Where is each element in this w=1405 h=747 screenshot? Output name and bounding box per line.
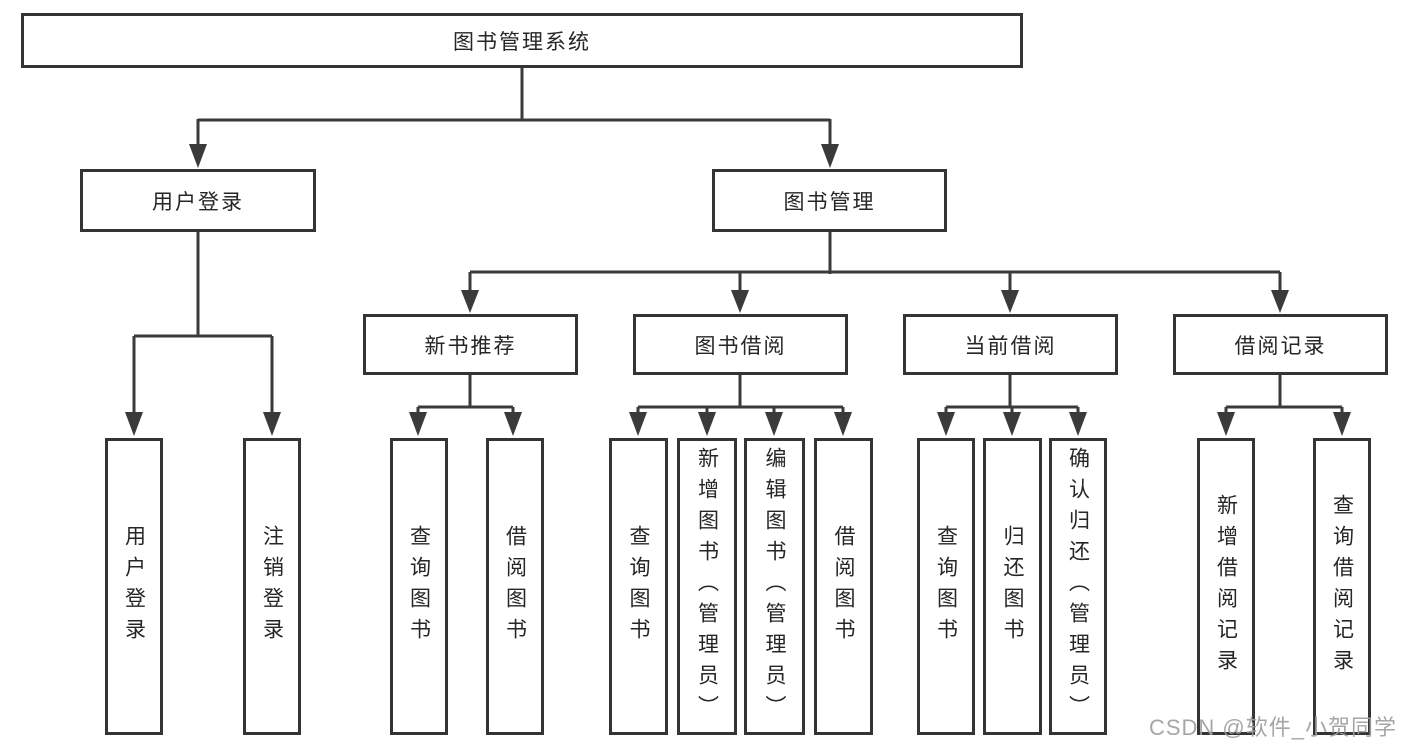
leaf-logout-label: 注销登录 [260,524,284,649]
node-user-login-label: 用户登录 [152,190,244,214]
csdn-watermark: CSDN @软件_小贺同学 [1148,715,1397,740]
node-borrowing-records: 借阅记录 [1173,314,1388,375]
node-book-management: 图书管理 [712,169,947,232]
node-new-book-recommendation: 新书推荐 [363,314,578,375]
leaf-add-books-admin-label: 新增图书（管理员） [695,447,719,726]
leaf-user-login-label: 用户登录 [122,524,146,649]
node-root-label: 图书管理系统 [453,30,591,54]
leaf-query-borrow-record-label: 查询借阅记录 [1330,493,1354,680]
leaf-confirm-return-admin-label: 确认归还（管理员） [1066,447,1090,726]
node-user-login: 用户登录 [80,169,316,232]
node-book-borrowing-label: 图书借阅 [694,334,787,358]
node-root-system: 图书管理系统 [21,13,1023,68]
node-book-management-label: 图书管理 [783,190,876,214]
leaf-query-books-current: 查询图书 [917,438,975,735]
leaf-query-books-borrowing-label: 查询图书 [627,524,651,649]
leaf-return-books-label: 归还图书 [1001,524,1025,649]
node-current-borrowing: 当前借阅 [903,314,1118,375]
leaf-logout: 注销登录 [243,438,301,735]
leaf-add-books-admin: 新增图书（管理员） [677,438,737,735]
leaf-borrow-books-borrowing: 借阅图书 [814,438,873,735]
leaf-borrow-books-recommend: 借阅图书 [486,438,544,735]
leaf-query-books-recommend-label: 查询图书 [407,524,431,649]
leaf-query-books-borrowing: 查询图书 [609,438,668,735]
node-current-borrowing-label: 当前借阅 [964,334,1057,358]
leaf-query-books-current-label: 查询图书 [934,524,958,649]
leaf-borrow-books-borrowing-label: 借阅图书 [832,524,856,649]
leaf-add-borrow-record-label: 新增借阅记录 [1214,493,1238,680]
node-new-book-recommendation-label: 新书推荐 [424,334,517,358]
leaf-return-books: 归还图书 [983,438,1042,735]
leaf-edit-books-admin: 编辑图书（管理员） [744,438,805,735]
node-book-borrowing: 图书借阅 [633,314,848,375]
leaf-confirm-return-admin: 确认归还（管理员） [1049,438,1107,735]
leaf-user-login: 用户登录 [105,438,163,735]
leaf-add-borrow-record: 新增借阅记录 [1197,438,1255,735]
leaf-query-borrow-record: 查询借阅记录 [1313,438,1371,735]
node-borrowing-records-label: 借阅记录 [1234,334,1327,358]
leaf-edit-books-admin-label: 编辑图书（管理员） [763,447,787,726]
arrowhead-icons [125,144,1351,436]
leaf-borrow-books-recommend-label: 借阅图书 [503,524,527,649]
leaf-query-books-recommend: 查询图书 [390,438,448,735]
